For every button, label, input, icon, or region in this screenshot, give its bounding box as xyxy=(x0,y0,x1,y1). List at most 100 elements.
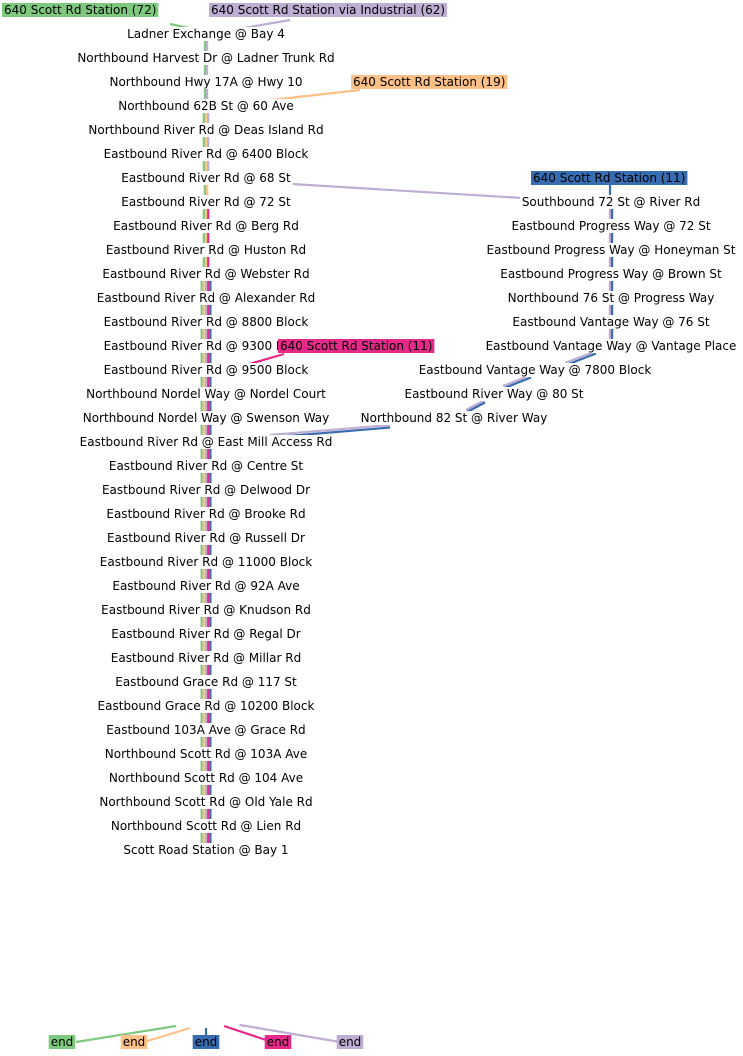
stop-label: Eastbound River Way @ 80 St xyxy=(405,387,584,401)
stop-label: Northbound Harvest Dr @ Ladner Trunk Rd xyxy=(77,51,334,65)
route-segment xyxy=(239,1023,341,1044)
label-background xyxy=(108,819,304,833)
label-background xyxy=(103,243,309,257)
label-background xyxy=(113,675,300,689)
label-background xyxy=(108,651,304,665)
route-tag-background xyxy=(336,1035,364,1049)
stop-label: Northbound 82 St @ River Way xyxy=(361,411,548,425)
label-background xyxy=(99,483,313,497)
route-end-tag: end xyxy=(339,1035,362,1049)
label-background xyxy=(95,699,317,713)
label-background xyxy=(102,747,310,761)
route-segment xyxy=(143,1026,191,1044)
label-background xyxy=(119,171,293,185)
stop-label: Ladner Exchange @ Bay 4 xyxy=(127,27,285,41)
stop-label: Northbound Nordel Way @ Swenson Way xyxy=(83,411,330,425)
stop-label: Eastbound River Rd @ Delwood Dr xyxy=(102,483,310,497)
route-tag-background xyxy=(209,3,448,17)
route-start-tag: 640 Scott Rd Station via Industrial (62) xyxy=(211,3,445,17)
stop-label: Eastbound River Rd @ 9300 Block xyxy=(104,339,309,353)
route-segment xyxy=(465,401,486,414)
stop-label: Northbound Scott Rd @ Old Yale Rd xyxy=(99,795,312,809)
label-background xyxy=(107,75,305,89)
route-segment xyxy=(75,1024,177,1044)
stop-label: Northbound Scott Rd @ 103A Ave xyxy=(105,747,307,761)
stop-label: Eastbound River Rd @ Berg Rd xyxy=(113,219,299,233)
stop-label: Eastbound Grace Rd @ 10200 Block xyxy=(98,699,315,713)
route-start-tag: 640 Scott Rd Station (19) xyxy=(353,75,505,89)
stop-label: Eastbound River Rd @ 68 St xyxy=(121,171,291,185)
route-end-tag: end xyxy=(195,1035,218,1049)
route-start-tag: 640 Scott Rd Station (11) xyxy=(280,339,432,353)
label-background xyxy=(510,315,712,329)
route-segment xyxy=(269,423,391,437)
stop-label: Scott Road Station @ Bay 1 xyxy=(123,843,288,857)
stop-label: Eastbound River Rd @ Alexander Rd xyxy=(97,291,315,305)
route-end-tag: end xyxy=(51,1035,74,1049)
label-background xyxy=(111,219,301,233)
stop-label: Eastbound Progress Way @ 72 St xyxy=(511,219,710,233)
route-tag-background xyxy=(120,1035,148,1049)
stop-label: Eastbound River Rd @ 92A Ave xyxy=(112,579,299,593)
route-end-tag: end xyxy=(123,1035,146,1049)
route-segment xyxy=(502,376,532,390)
route-tag-background xyxy=(531,171,688,185)
stop-label: Eastbound River Rd @ 72 St xyxy=(121,195,291,209)
label-background xyxy=(358,411,550,425)
stop-label: Eastbound 103A Ave @ Grace Rd xyxy=(106,723,305,737)
route-segment xyxy=(291,182,523,200)
stop-label: Eastbound Vantage Way @ 76 St xyxy=(512,315,709,329)
stop-label: Northbound 62B St @ 60 Ave xyxy=(118,99,294,113)
stop-label: Northbound Scott Rd @ Lien Rd xyxy=(111,819,301,833)
stop-label: Eastbound River Rd @ 8800 Block xyxy=(104,315,309,329)
stop-label: Eastbound Grace Rd @ 117 St xyxy=(115,675,297,689)
label-background xyxy=(94,291,318,305)
stop-label: Eastbound River Rd @ 9500 Block xyxy=(104,363,309,377)
label-background xyxy=(519,195,703,209)
label-background xyxy=(105,531,308,545)
label-background xyxy=(97,795,315,809)
stop-label: Southbound 72 St @ River Rd xyxy=(522,195,700,209)
label-background xyxy=(101,315,311,329)
label-background xyxy=(110,579,302,593)
label-background xyxy=(101,363,311,377)
label-background xyxy=(119,195,293,209)
label-background xyxy=(402,387,586,401)
route-lines xyxy=(75,18,614,1044)
stop-label: Eastbound Progress Way @ Honeyman St xyxy=(487,243,736,257)
route-segment xyxy=(223,1024,267,1042)
route-tags: 640 Scott Rd Station (72) 640 Scott Rd St… xyxy=(2,3,688,1049)
stop-label: Eastbound Vantage Way @ 7800 Block xyxy=(419,363,652,377)
label-background xyxy=(99,603,313,617)
stop-label: Northbound River Rd @ Deas Island Rd xyxy=(88,123,323,137)
label-background xyxy=(498,267,725,281)
stop-label: Eastbound Vantage Way @ Vantage Place xyxy=(486,339,737,353)
label-background xyxy=(106,771,306,785)
route-tag-background xyxy=(351,75,508,89)
label-background xyxy=(77,435,335,449)
stop-label: Eastbound River Rd @ Millar Rd xyxy=(111,651,301,665)
stop-labels: Ladner Exchange @ Bay 4 Northbound Harves… xyxy=(75,27,739,857)
stop-label: Eastbound River Rd @ 11000 Block xyxy=(100,555,312,569)
route-start-tag: 640 Scott Rd Station (11) xyxy=(533,171,685,185)
route-tag-background xyxy=(264,1035,292,1049)
route-tag-background xyxy=(278,339,435,353)
route-start-tag: 640 Scott Rd Station (72) xyxy=(4,3,156,17)
stop-label: Eastbound River Rd @ Regal Dr xyxy=(111,627,301,641)
label-background xyxy=(97,555,315,569)
stop-label: Eastbound River Rd @ Centre St xyxy=(109,459,304,473)
label-background xyxy=(121,843,291,857)
stop-label: Eastbound River Rd @ Russell Dr xyxy=(107,531,305,545)
label-background xyxy=(483,339,739,353)
route-tag-background xyxy=(48,1035,76,1049)
stop-label: Eastbound River Rd @ Brooke Rd xyxy=(106,507,305,521)
label-background xyxy=(104,723,308,737)
label-background xyxy=(505,291,717,305)
stop-label: Eastbound River Rd @ Webster Rd xyxy=(102,267,309,281)
label-background xyxy=(100,267,312,281)
stop-label: Eastbound River Rd @ 6400 Block xyxy=(104,147,309,161)
label-background xyxy=(106,459,306,473)
stop-label: Eastbound River Rd @ Huston Rd xyxy=(106,243,306,257)
label-background xyxy=(509,219,713,233)
